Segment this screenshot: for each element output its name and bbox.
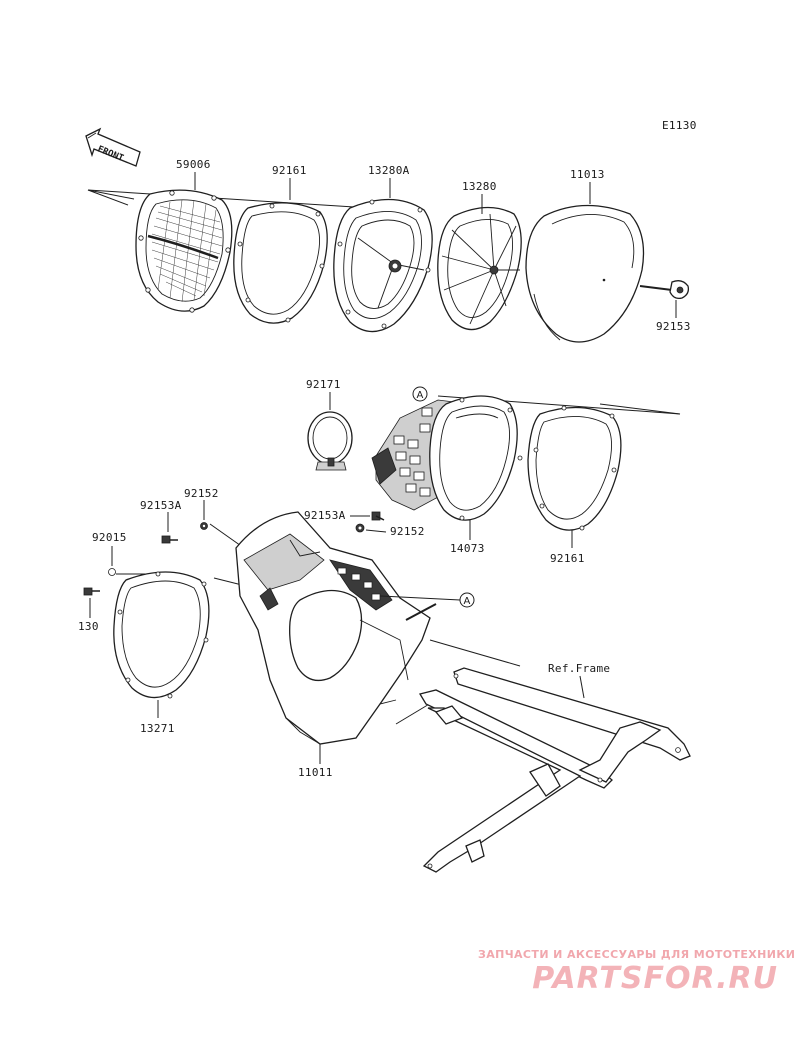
leader-line	[365, 529, 387, 533]
reference-marker-a-bottom: A	[459, 592, 475, 608]
label-11013: 11013	[570, 168, 605, 181]
label-92153A-left: 92153A	[140, 499, 182, 512]
part-92161-gasket-top[interactable]	[233, 202, 328, 324]
label-13280A: 13280A	[368, 164, 410, 177]
part-14073-air-box[interactable]	[371, 395, 523, 521]
part-92015-nut[interactable]	[108, 568, 116, 576]
part-92153A-bolt-mid[interactable]	[371, 511, 385, 521]
part-92161-gasket-mid[interactable]	[527, 405, 622, 531]
part-13280-cage[interactable]	[437, 206, 522, 331]
label-92015: 92015	[92, 531, 127, 544]
label-92171: 92171	[306, 378, 341, 391]
part-92152-washer-mid[interactable]	[355, 523, 365, 533]
part-59006-screen[interactable]	[135, 189, 233, 313]
label-59006: 59006	[176, 158, 211, 171]
label-ref-frame: Ref.Frame	[548, 662, 610, 675]
assembly-axis-line	[209, 523, 245, 549]
label-92153A-mid: 92153A	[304, 509, 346, 522]
label-130: 130	[78, 620, 99, 633]
assembly-axis-line	[87, 189, 371, 209]
part-11013-filter-element[interactable]	[525, 204, 645, 343]
label-92152-left: 92152	[184, 487, 219, 500]
part-92152-washer-left[interactable]	[200, 522, 208, 530]
assembly-axis-line	[87, 189, 135, 200]
front-direction-arrow: FRONT	[85, 127, 141, 167]
part-ref-frame[interactable]	[418, 667, 691, 873]
part-13280A-frame[interactable]	[333, 198, 433, 333]
svg-text:A: A	[417, 390, 424, 401]
part-92153-wing-bolt[interactable]	[639, 280, 690, 300]
svg-text:A: A	[464, 596, 471, 607]
assembly-axis-line	[429, 639, 521, 667]
leader-line	[579, 675, 585, 699]
part-13271-gasket[interactable]	[113, 571, 210, 699]
part-11011-air-box-case[interactable]	[235, 511, 437, 745]
label-92161-top: 92161	[272, 164, 307, 177]
label-92153: 92153	[656, 320, 691, 333]
label-92161-mid: 92161	[550, 552, 585, 565]
part-130-bolt[interactable]	[83, 587, 100, 596]
part-92153A-bolt-left[interactable]	[161, 535, 178, 544]
label-14073: 14073	[450, 542, 485, 555]
label-13271: 13271	[140, 722, 175, 735]
watermark-caption: ЗАПЧАСТИ И АКСЕССУАРЫ ДЛЯ МОТОТЕХНИКИ	[478, 948, 796, 961]
label-92152-mid: 92152	[390, 525, 425, 538]
part-92171-clamp[interactable]	[307, 411, 353, 471]
label-13280: 13280	[462, 180, 497, 193]
reference-marker-a-top: A	[412, 386, 428, 402]
reference-line	[379, 595, 461, 601]
assembly-axis-line	[599, 403, 681, 415]
watermark-logo: PARTSFOR.RU	[532, 961, 778, 996]
diagram-code: E1130	[662, 119, 697, 132]
site-watermark: ЗАПЧАСТИ И АКСЕССУАРЫ ДЛЯ МОТОТЕХНИКИ PA…	[478, 948, 796, 997]
label-11011: 11011	[298, 766, 333, 779]
assembly-axis-line	[87, 189, 129, 206]
